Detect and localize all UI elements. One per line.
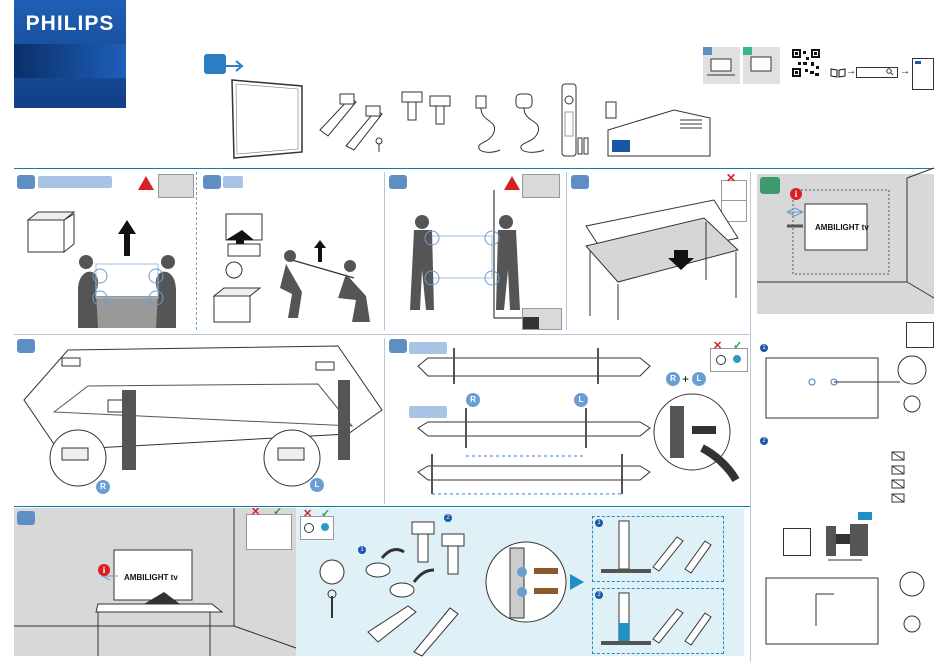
search-icon xyxy=(886,68,894,76)
stand-option-icons: ✕ ✓ xyxy=(246,514,292,550)
row1-divider xyxy=(14,334,750,335)
step-3-number xyxy=(389,175,407,189)
step-1-number xyxy=(17,175,35,189)
stand-screw-closeup xyxy=(482,538,572,628)
assembly-option-2: 2 xyxy=(592,588,724,654)
stand-assembly-panel: ✕ ✓ 1 2 1 xyxy=(296,508,744,656)
screwdriver-closeup xyxy=(652,388,742,488)
lift-warning-thumb xyxy=(158,174,194,198)
step-7-number xyxy=(389,339,407,353)
remote-control-icon xyxy=(560,82,590,158)
two-people-crouching xyxy=(272,248,382,324)
wall-mount-panel: i AMBILIGHT tv xyxy=(757,174,934,314)
divider-r1-2 xyxy=(384,172,385,330)
divider-r2-1 xyxy=(384,338,385,504)
label-left-combo: L xyxy=(692,372,706,386)
step-2-tab xyxy=(223,176,243,188)
documents-illustration xyxy=(602,96,712,158)
bracket-depth-illustration xyxy=(822,512,874,564)
mount-option-wall xyxy=(743,47,780,84)
tv-back-lower-mount xyxy=(762,572,938,650)
arrow-1: → xyxy=(846,66,856,77)
step-1-tab xyxy=(38,176,112,188)
wall-cart-icon xyxy=(783,528,811,556)
two-people-lifting-1 xyxy=(68,246,188,328)
label-right-6: R xyxy=(96,480,110,494)
wall-substep-1: 1 xyxy=(760,344,768,352)
info-icon-table: i xyxy=(98,564,110,576)
tv-back-with-stand-slots xyxy=(18,340,378,510)
box-remove-illustration xyxy=(210,208,270,326)
arrow-2: → xyxy=(900,66,910,77)
ambilight-table-label: AMBILIGHT tv xyxy=(124,573,178,582)
header-divider xyxy=(14,168,934,169)
ambilight-wall-label: AMBILIGHT tv xyxy=(815,223,869,232)
info-icon-wall: i xyxy=(790,188,802,200)
label-left-6: L xyxy=(310,478,324,492)
manual-book-icon xyxy=(830,68,846,78)
stand-pegs-illustration xyxy=(398,88,458,128)
two-people-carry-upright xyxy=(398,190,538,326)
tv-panel-illustration xyxy=(228,78,308,160)
tv-stand-placement-diagram xyxy=(414,344,664,494)
assembly-substep-1: 1 xyxy=(358,546,366,554)
hand-grip-thumb xyxy=(522,308,562,330)
screw-icon xyxy=(374,138,384,152)
assembly-option-1: 1 xyxy=(592,516,724,582)
wall-corner-illustration xyxy=(757,174,934,314)
power-cord-eu-icon xyxy=(470,92,506,154)
warning-icon-1 xyxy=(138,176,154,190)
label-right-combo: R xyxy=(666,372,680,386)
divider-r1-3 xyxy=(566,172,567,330)
step-4-number xyxy=(571,175,589,189)
wall-substep-2: 2 xyxy=(760,437,768,445)
warning-icon-3 xyxy=(504,176,520,190)
hole-compare-icons: ✕ ✓ xyxy=(710,348,748,372)
divider-r1-4 xyxy=(750,172,751,662)
step-2-number xyxy=(203,175,221,189)
screw-direction-icon xyxy=(318,560,346,620)
table-mount-panel: i AMBILIGHT tv ✕ ✓ xyxy=(14,508,296,656)
logo-band xyxy=(14,44,126,78)
tv-back-wall-holes xyxy=(762,352,938,422)
next-arrow-icon xyxy=(570,574,584,590)
screw-size-list xyxy=(892,452,906,502)
divider-r1-1 xyxy=(196,172,198,330)
hole-check-icons: ✕ ✓ xyxy=(300,516,334,540)
box-arrow-icon xyxy=(226,58,246,70)
document-page-icon xyxy=(912,58,934,90)
tv-face-down-on-table xyxy=(578,200,748,320)
mount-option-table xyxy=(703,47,740,84)
plus-sign: + xyxy=(682,372,689,386)
box-icon xyxy=(204,54,226,74)
wall-bracket-icon xyxy=(906,322,934,348)
label-right-7: R xyxy=(466,393,480,407)
label-left-7: L xyxy=(574,393,588,407)
power-cord-uk-icon xyxy=(510,92,550,154)
qr-code xyxy=(792,49,820,77)
philips-logo: PHILIPS xyxy=(14,0,126,108)
row2-divider xyxy=(14,506,750,507)
brand-name: PHILIPS xyxy=(14,12,126,36)
